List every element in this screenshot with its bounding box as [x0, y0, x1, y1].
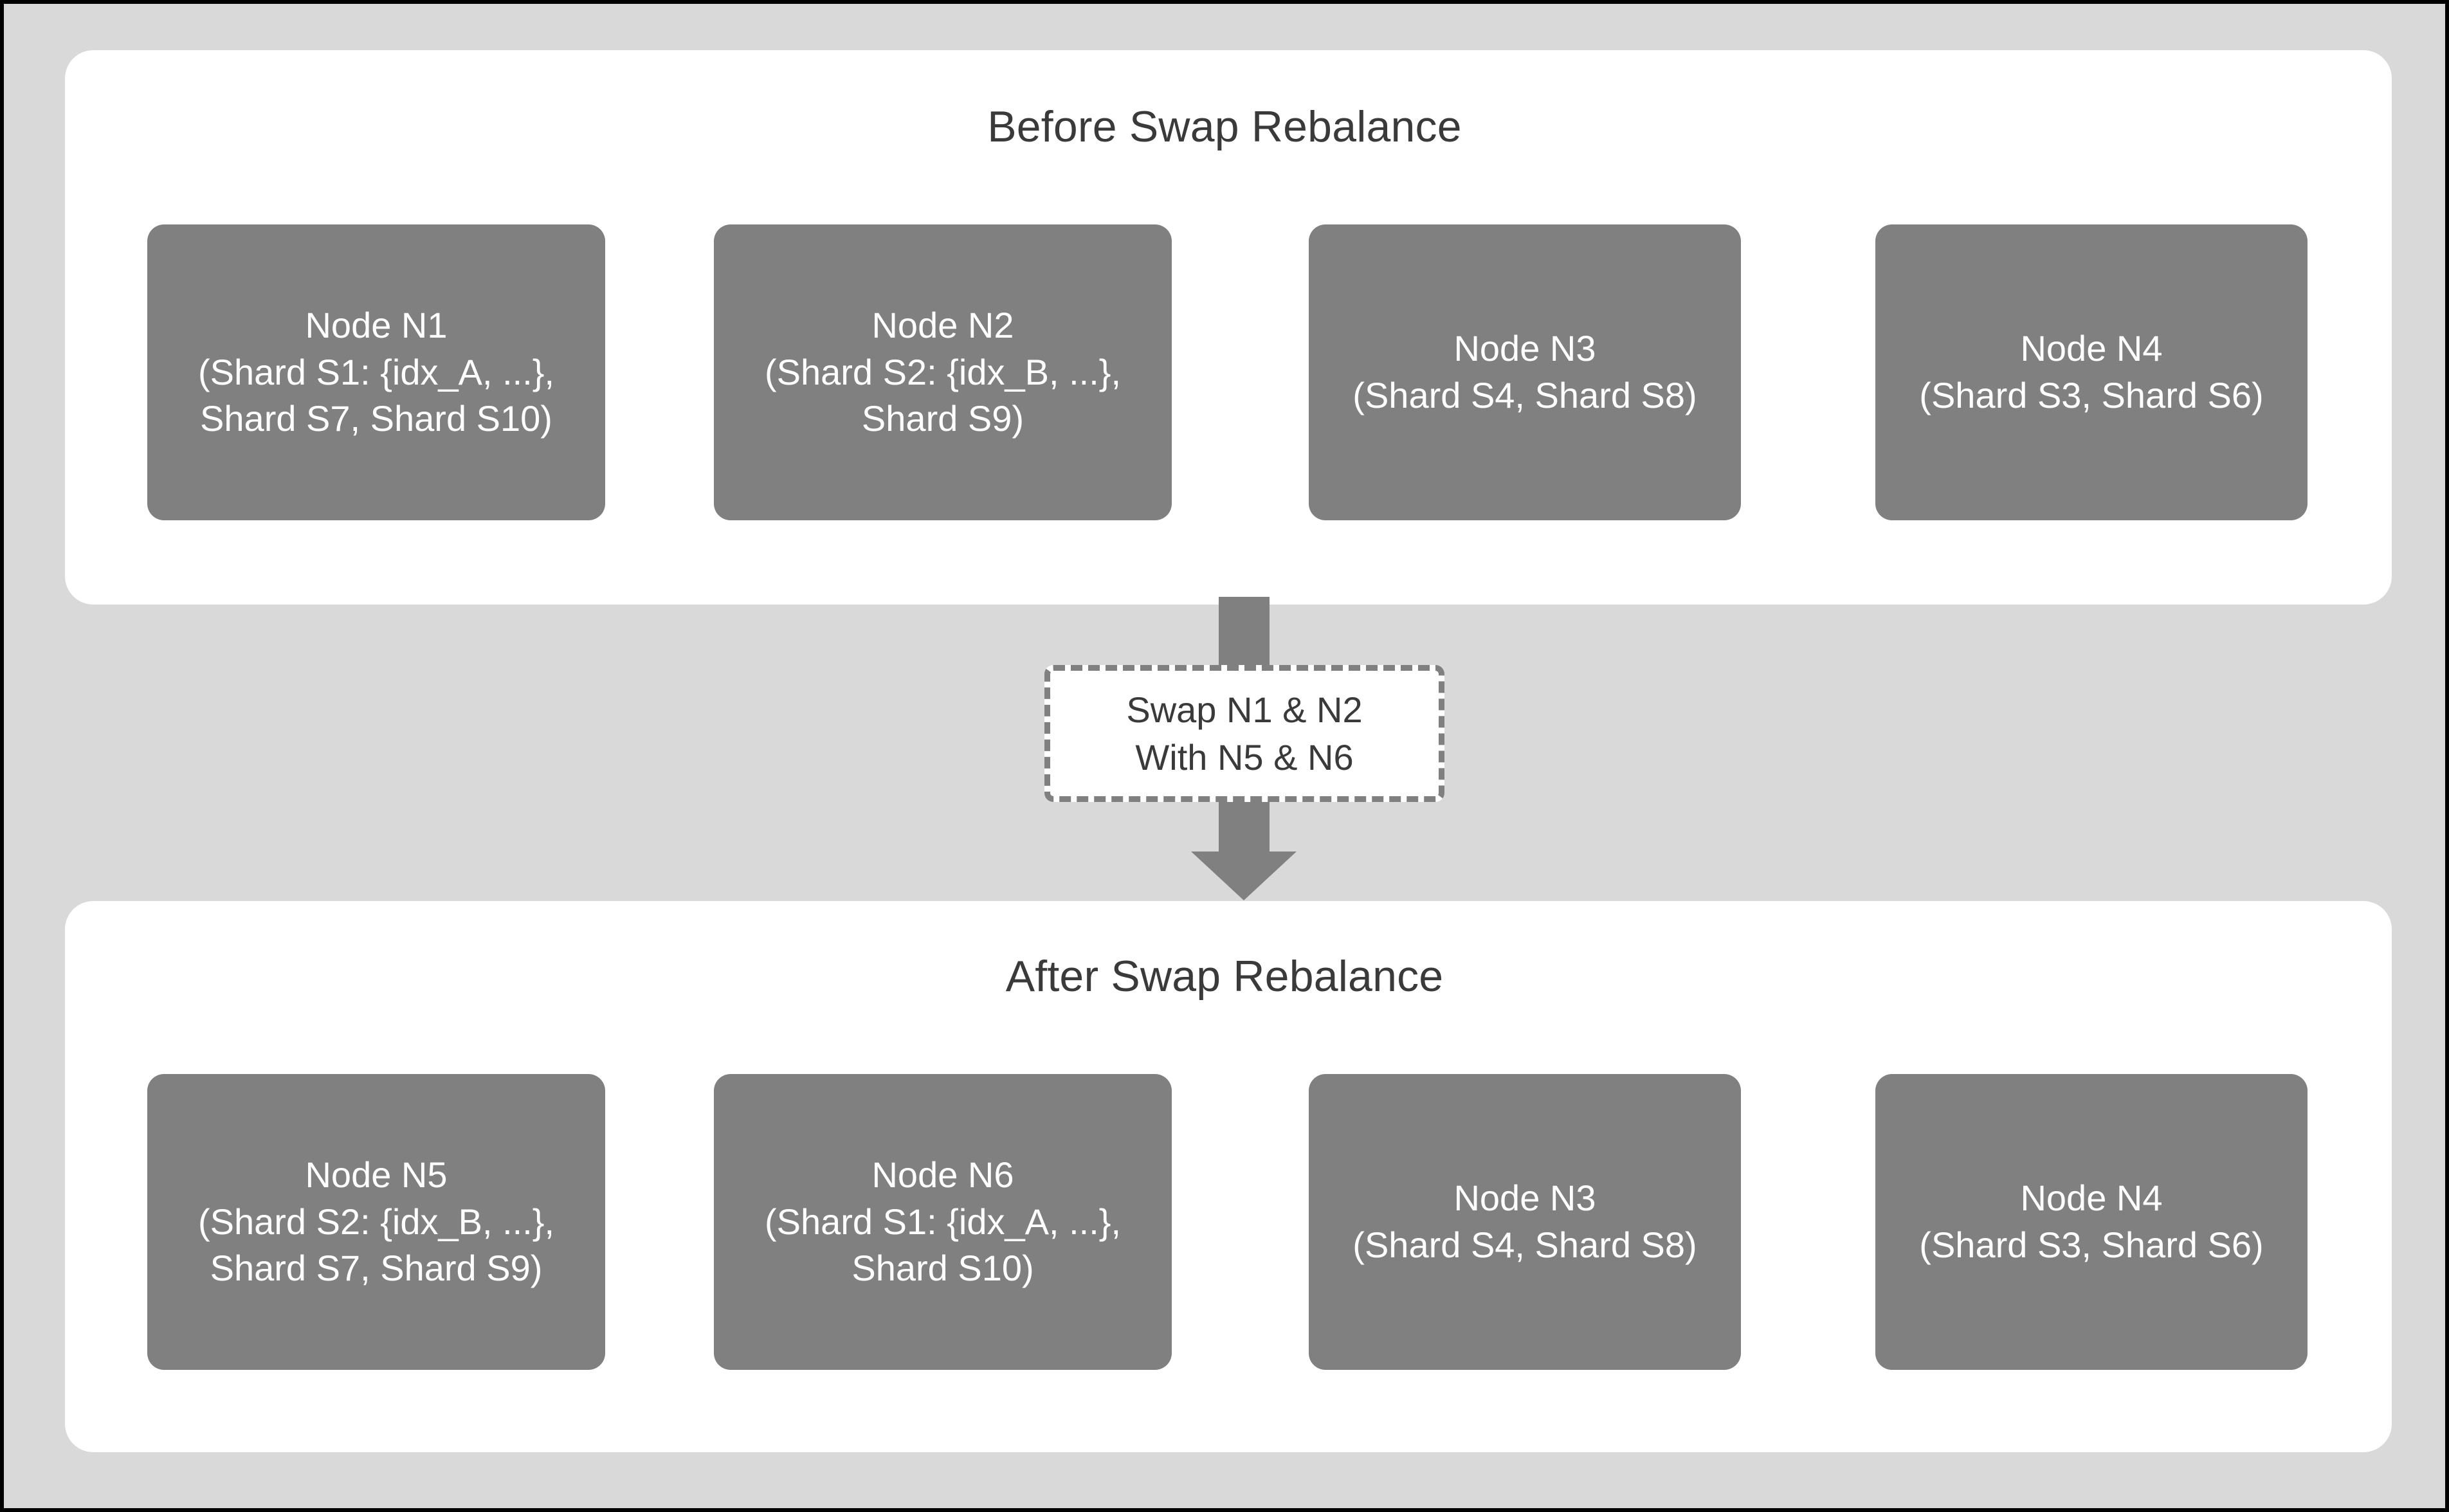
node-box-n1: Node N1 (Shard S1: {idx_A, ...}, Shard S…: [147, 224, 605, 520]
node-box-n4: Node N4 (Shard S3, Shard S6): [1875, 224, 2308, 520]
node-n6-label: Node N6 (Shard S1: {idx_A, ...}, Shard S…: [764, 1154, 1122, 1289]
node-box-n5: Node N5 (Shard S2: {idx_B, ...}, Shard S…: [147, 1074, 605, 1370]
node-box-n6: Node N6 (Shard S1: {idx_A, ...}, Shard S…: [714, 1074, 1172, 1370]
node-box-n2: Node N2 (Shard S2: {idx_B, ...}, Shard S…: [714, 224, 1172, 520]
down-arrow-shaft-upper-icon: [1219, 597, 1270, 669]
node-n4-after-label: Node N4 (Shard S3, Shard S6): [1919, 1178, 2264, 1265]
node-n3-after-label: Node N3 (Shard S4, Shard S8): [1352, 1178, 1697, 1265]
after-section-title: After Swap Rebalance: [1005, 952, 1444, 1001]
node-box-n3: Node N3 (Shard S4, Shard S8): [1309, 224, 1741, 520]
node-n3-label: Node N3 (Shard S4, Shard S8): [1352, 328, 1697, 415]
before-section-title: Before Swap Rebalance: [987, 102, 1462, 151]
swap-operation-label: Swap N1 & N2 With N5 & N6: [1126, 689, 1363, 778]
node-n4-label: Node N4 (Shard S3, Shard S6): [1919, 328, 2264, 415]
node-box-n3-after: Node N3 (Shard S4, Shard S8): [1309, 1074, 1741, 1370]
down-arrow-head-icon: [1191, 852, 1297, 900]
node-box-n4-after: Node N4 (Shard S3, Shard S6): [1875, 1074, 2308, 1370]
node-n2-label: Node N2 (Shard S2: {idx_B, ...}, Shard S…: [764, 304, 1122, 439]
swap-operation-box: Swap N1 & N2 With N5 & N6: [1044, 665, 1444, 802]
node-n1-label: Node N1 (Shard S1: {idx_A, ...}, Shard S…: [197, 304, 555, 439]
node-n5-label: Node N5 (Shard S2: {idx_B, ...}, Shard S…: [197, 1154, 555, 1289]
down-arrow-shaft-lower-icon: [1219, 801, 1270, 853]
